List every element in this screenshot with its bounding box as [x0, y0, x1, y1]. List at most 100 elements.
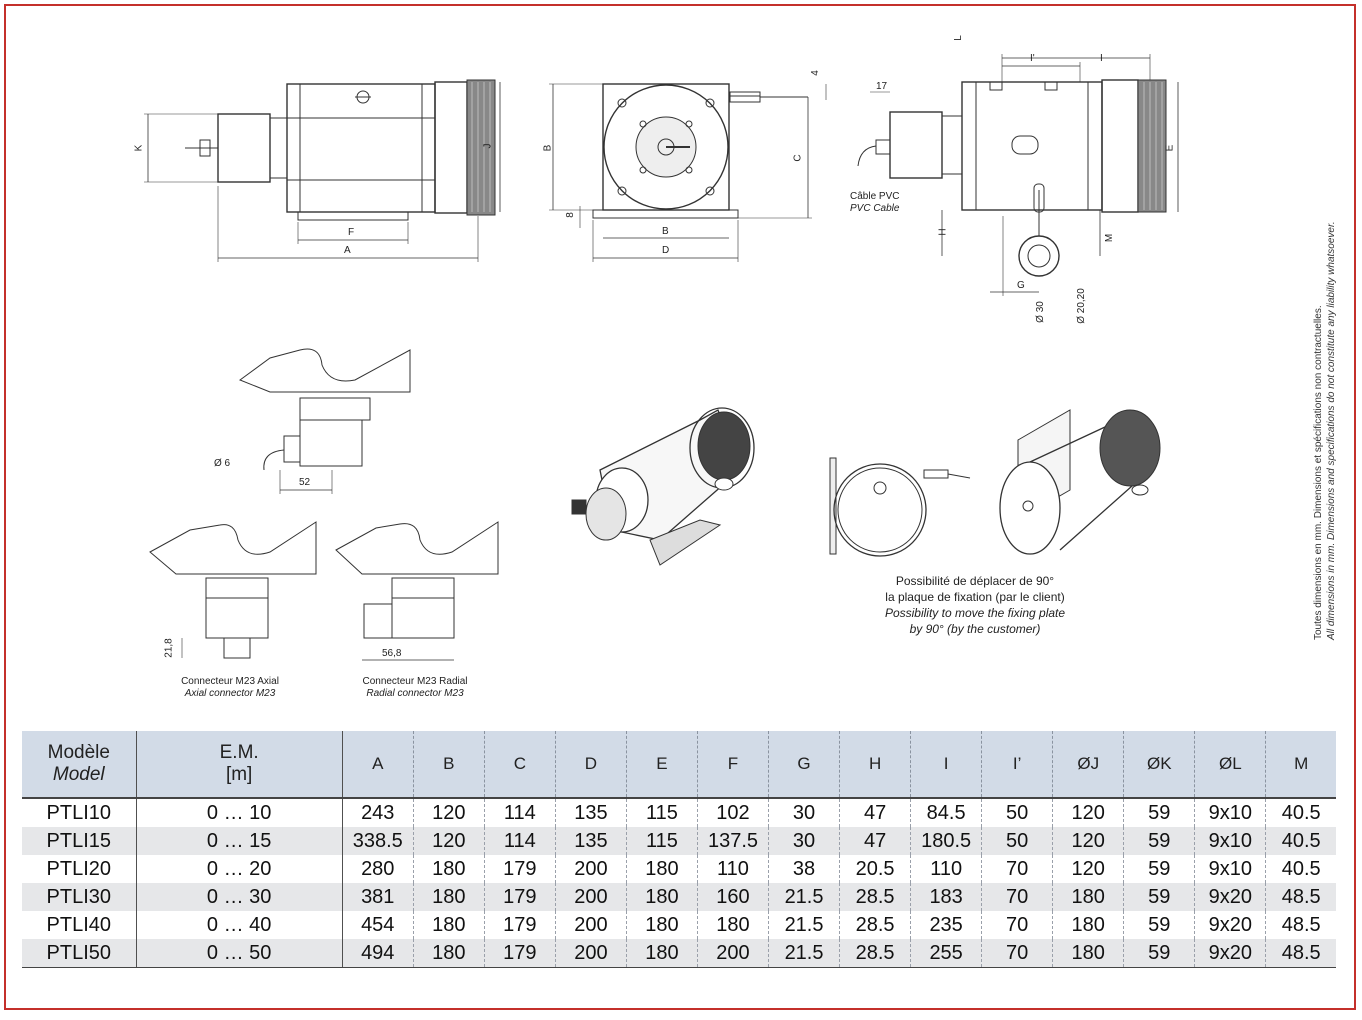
header-col: ØK [1123, 731, 1195, 798]
cell-value: 70 [981, 939, 1053, 968]
cell-model: PTLI40 [22, 911, 137, 939]
cell-value: 180 [412, 939, 485, 968]
page-frame [4, 4, 1356, 1010]
dim-label-b-vertical: B [542, 144, 554, 152]
cell-value: 114 [483, 797, 556, 827]
header-col: A [341, 731, 414, 798]
cell-value: 114 [483, 827, 556, 855]
caption-plate: Possibilité de déplacer de 90° la plaque… [860, 573, 1090, 637]
cell-value: 110 [910, 855, 982, 883]
cell-em: 0 … 50 [135, 939, 343, 968]
disclaimer-en: All dimensions in mm. Dimensions and spe… [1326, 221, 1337, 640]
cell-value: 21.5 [768, 883, 840, 911]
cell-value: 28.5 [839, 939, 911, 968]
cell-value: 200 [696, 939, 769, 968]
cell-value: 180 [625, 883, 698, 911]
cell-em: 0 … 40 [135, 911, 343, 939]
header-col: G [768, 731, 840, 798]
cell-em: 0 … 10 [135, 797, 343, 827]
cell-value: 59 [1123, 855, 1195, 883]
disclaimer-fr: Toutes dimensions en mm. Dimensions et s… [1313, 305, 1324, 640]
cell-value: 50 [981, 827, 1053, 855]
cell-value: 9x20 [1194, 883, 1266, 911]
cell-value: 9x10 [1194, 855, 1266, 883]
cell-value: 183 [910, 883, 982, 911]
caption-plate-fr1: Possibilité de déplacer de 90° [895, 574, 1055, 588]
cell-value: 40.5 [1265, 797, 1336, 827]
cell-value: 84.5 [910, 797, 982, 827]
cell-value: 120 [1052, 855, 1124, 883]
specification-table: Modèle Model E.M. [m] A B C D E F G H I … [22, 731, 1336, 968]
caption-cable-fr: Câble PVC [850, 191, 900, 202]
header-col: F [696, 731, 769, 798]
cell-value: 200 [554, 911, 627, 939]
side-view-drawing [144, 79, 501, 262]
cell-value: 30 [768, 827, 840, 855]
plate-rotation-drawing [829, 409, 1161, 557]
cell-value: 180 [625, 911, 698, 939]
header-col: ØJ [1052, 731, 1124, 798]
header-col: M [1265, 731, 1336, 798]
cell-value: 179 [483, 911, 556, 939]
cell-value: 115 [625, 797, 698, 827]
dim-label-d2020: Ø 20,20 [1075, 288, 1087, 324]
header-col: C [483, 731, 556, 798]
cell-model: PTLI30 [22, 883, 137, 911]
cell-value: 180 [696, 911, 769, 939]
cable-variant-drawing [238, 348, 411, 494]
dim-label-i-prime: I' [1030, 53, 1035, 64]
cell-value: 40.5 [1265, 855, 1336, 883]
dim-label-j: J [482, 143, 494, 149]
cell-value: 110 [696, 855, 769, 883]
cell-value: 180 [412, 883, 485, 911]
cell-value: 160 [696, 883, 769, 911]
dim-label-e: E [1164, 144, 1176, 152]
cell-value: 47 [839, 797, 911, 827]
dim-label-17: 17 [876, 81, 888, 92]
radial-connector-drawing [335, 521, 499, 661]
dim-label-k: K [133, 144, 145, 152]
dim-label-52: 52 [299, 477, 311, 488]
cell-value: 137.5 [696, 827, 769, 855]
cell-value: 243 [341, 797, 414, 827]
cell-value: 180.5 [910, 827, 982, 855]
dim-label-b: B [662, 226, 669, 237]
cell-value: 381 [341, 883, 414, 911]
dim-label-8: 8 [564, 212, 576, 218]
cell-value: 59 [1123, 827, 1195, 855]
caption-radial: Connecteur M23 Radial Radial connector M… [353, 676, 477, 700]
dim-label-c: C [792, 154, 804, 162]
cell-value: 40.5 [1265, 827, 1336, 855]
cell-value: 59 [1123, 883, 1195, 911]
cell-value: 59 [1123, 911, 1195, 939]
cell-value: 280 [341, 855, 414, 883]
cell-value: 120 [1052, 827, 1124, 855]
cell-value: 9x10 [1194, 827, 1266, 855]
cell-value: 120 [412, 827, 485, 855]
cell-value: 200 [554, 939, 627, 968]
header-em-unit: [m] [225, 764, 253, 785]
cell-value: 179 [483, 855, 556, 883]
header-col: E [625, 731, 698, 798]
cell-value: 9x20 [1194, 911, 1266, 939]
caption-radial-en: Radial connector M23 [366, 688, 464, 699]
header-col: ØL [1194, 731, 1266, 798]
header-em: E.M. [m] [135, 731, 343, 798]
cell-value: 180 [625, 855, 698, 883]
cell-value: 494 [341, 939, 414, 968]
dim-label-d30: Ø 30 [1034, 301, 1046, 323]
cell-value: 48.5 [1265, 939, 1336, 968]
header-col: D [554, 731, 627, 798]
caption-axial: Connecteur M23 Axial Axial connector M23 [170, 676, 290, 700]
dim-label-a: A [344, 245, 351, 256]
dim-label-21-8: 21,8 [163, 638, 175, 658]
header-col: H [839, 731, 911, 798]
cell-value: 38 [768, 855, 840, 883]
dim-label-l: L [952, 35, 964, 41]
cell-value: 50 [981, 797, 1053, 827]
cell-value: 59 [1123, 939, 1195, 968]
header-em-label: E.M. [219, 742, 259, 763]
cell-value: 9x10 [1194, 797, 1266, 827]
